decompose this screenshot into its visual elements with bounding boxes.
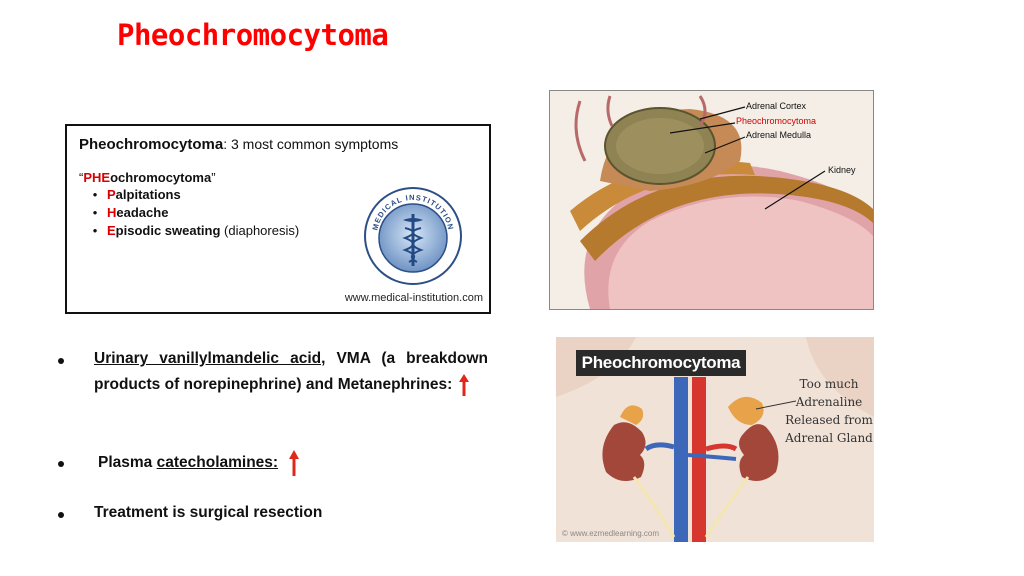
mnemonic-item-extra: (diaphoresis): [220, 223, 300, 238]
bullet-urinary-vma-rest: VMA (a breakdown products of norepinephr…: [94, 350, 488, 393]
medical-institution-seal-logo: MEDICAL INSTITUTION: [364, 187, 462, 285]
bullet-dot: [58, 358, 64, 364]
source-url: www.medical-institution.com: [344, 292, 483, 304]
quote-close: ”: [211, 170, 216, 185]
illustration-badge: Pheochromocytoma: [576, 350, 746, 376]
bullet-urinary-vma: Urinary vanillylmandelic acid, VMA (a br…: [94, 346, 488, 398]
bullet-dot: [58, 461, 64, 467]
bullet-treatment: Treatment is surgical resection: [94, 504, 323, 521]
illustration-note: Too much Adrenaline Released from Adrena…: [784, 375, 874, 447]
mnemonic-list: •Palpitations •Headache •Episodic sweati…: [83, 186, 299, 240]
note-line: Adrenaline: [795, 395, 863, 409]
mnemonic-item: •Headache: [92, 205, 169, 220]
label-adrenal-cortex: Adrenal Cortex: [746, 101, 807, 111]
note-line: Too much: [799, 377, 859, 391]
mnemonic-item-text: eadache: [116, 205, 169, 220]
mnemonic-item: •Episodic sweating (diaphoresis): [92, 223, 300, 238]
quote-open: “: [79, 170, 84, 185]
bullet-urinary-vma-underlined: Urinary vanillylmandelic acid,: [94, 350, 326, 367]
up-arrow-icon: [459, 373, 470, 396]
mnemonic-panel: Pheochromocytoma: 3 most common symptoms…: [65, 124, 491, 314]
bullet-plasma-underlined: catecholamines:: [156, 454, 279, 472]
mnemonic-quote-rest: ochromocytoma: [110, 170, 212, 185]
adrenal-anatomy-image: Adrenal Cortex Pheochromocytoma Adrenal …: [549, 90, 874, 310]
label-pheochromocytoma: Pheochromocytoma: [736, 116, 817, 126]
mnemonic-heading-rest: : 3 most common symptoms: [223, 136, 399, 152]
mnemonic-item-letter: P: [107, 187, 116, 202]
adrenal-anatomy-illustration: [550, 91, 873, 309]
mnemonic-item: •Palpitations: [92, 187, 181, 202]
bullet-plasma-catecholamines: Plasma catecholamines:: [98, 449, 300, 477]
adrenaline-illustration: Pheochromocytoma Too much Adrenaline Rel…: [556, 337, 874, 542]
mnemonic-heading: Pheochromocytoma: 3 most common symptoms: [79, 136, 398, 153]
slide-title: Pheochromocytoma: [117, 18, 389, 52]
label-adrenal-medulla: Adrenal Medulla: [746, 130, 812, 140]
note-line: Released from: [785, 413, 873, 427]
mnemonic-heading-bold: Pheochromocytoma: [79, 136, 224, 153]
mnemonic-item-letter: H: [107, 205, 117, 220]
mnemonic-item-text: alpitations: [115, 187, 181, 202]
bullet-plasma-prefix: Plasma: [98, 454, 157, 472]
bullet-dot: [58, 512, 64, 518]
note-line: Adrenal Gland: [785, 431, 873, 445]
label-kidney: Kidney: [828, 165, 856, 175]
illustration-watermark: © www.ezmedlearning.com: [562, 529, 660, 538]
mnemonic-item-text: pisodic sweating: [115, 223, 221, 238]
mnemonic-quote: “PHEochromocytoma”: [79, 170, 216, 185]
up-arrow-icon: [289, 450, 300, 476]
mnemonic-quote-red: PHE: [83, 170, 111, 185]
mnemonic-item-letter: E: [107, 223, 116, 238]
